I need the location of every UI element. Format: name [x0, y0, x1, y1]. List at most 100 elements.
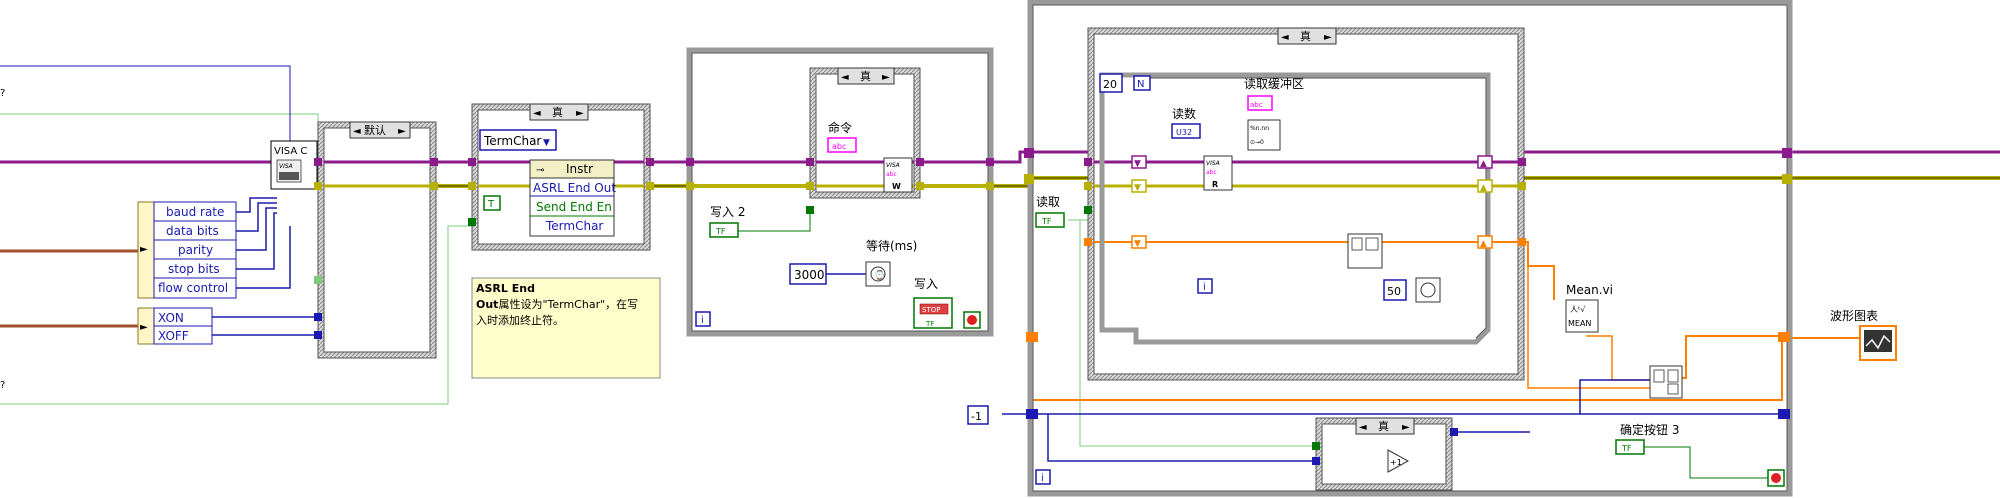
read-outer-case-selector[interactable]	[1277, 27, 1337, 45]
svg-text:人ᵗ√: 人ᵗ√	[1570, 305, 1586, 314]
wait-3000-constant[interactable]: 3000	[789, 263, 827, 285]
svg-text:真: 真	[1300, 29, 1311, 43]
read-count-label: 读数	[1172, 106, 1196, 121]
cluster-item-flow-control: flow control	[158, 281, 228, 295]
svg-text:stop bits: stop bits	[168, 262, 220, 276]
left-question-top: ?	[0, 88, 5, 99]
svg-text:▼: ▼	[1134, 183, 1141, 193]
write-2-bool-control[interactable]: TF	[709, 222, 739, 238]
svg-text:i: i	[701, 315, 704, 326]
svg-text:TF: TF	[925, 320, 934, 328]
svg-text:◄: ◄	[1359, 422, 1367, 433]
property-node[interactable]: ⊸ Instr ASRL End Out Send End En TermCha…	[529, 159, 616, 237]
read-while-loop[interactable]: 读取 TF ◄ 真 ►	[967, 0, 1897, 497]
write-loop-condition-terminal[interactable]	[963, 311, 981, 329]
xoff-label: XOFF	[158, 329, 189, 343]
write-case-selector[interactable]	[837, 67, 895, 85]
wait-50-node[interactable]	[1415, 277, 1441, 303]
svg-text:W: W	[892, 182, 901, 191]
termchar-constant[interactable]: TermChar ▼	[479, 129, 557, 151]
wires	[0, 65, 2000, 479]
chart-wire	[1678, 335, 1860, 379]
increment-node[interactable]: +1	[1387, 449, 1410, 473]
mean-out-wire	[1586, 335, 1650, 381]
svg-text:►: ►	[140, 244, 148, 255]
write-stop-button[interactable]: STOP TF	[913, 297, 953, 329]
comment-box: ASRL End Out属性设为"TermChar"，在写 入时添加终止符。	[471, 277, 661, 379]
svg-text:▼: ▼	[1134, 239, 1141, 249]
visa-configure-node[interactable]: VISA C VISA	[270, 140, 318, 190]
mean-vi-label: Mean.vi	[1566, 283, 1613, 297]
svg-text:►: ►	[140, 322, 148, 333]
wait-50-constant[interactable]: 50	[1383, 279, 1407, 301]
bool-true-constant[interactable]: T	[483, 195, 501, 211]
left-green-wire-bottom	[0, 225, 476, 405]
svg-text:►: ►	[882, 72, 890, 83]
prop-termchar[interactable]: TermChar	[545, 219, 603, 233]
property-node-header: Instr	[566, 162, 593, 176]
svg-text:3000: 3000	[794, 268, 825, 282]
read-for-loop[interactable]: 20 N ▼ ▲ ▼ ▲ ▼ ▲ 读数	[1099, 72, 1493, 345]
svg-text:►: ►	[1402, 422, 1410, 433]
svg-text:▲: ▲	[1480, 183, 1487, 193]
read-label: 读取	[1036, 195, 1060, 209]
svg-text:i: i	[1041, 473, 1044, 484]
svg-text:parity: parity	[178, 243, 213, 257]
svg-text:STOP: STOP	[922, 306, 940, 314]
write-2-label: 写入 2	[710, 205, 745, 219]
for-count-constant[interactable]: 20	[1099, 73, 1123, 93]
cluster-wire-5	[236, 226, 291, 289]
scan-from-string-node[interactable]: %n.nn ⊙→0	[1247, 119, 1281, 151]
svg-text:U32: U32	[1176, 128, 1192, 137]
svg-text:%n.nn: %n.nn	[1250, 125, 1269, 132]
svg-text:Send End En: Send End En	[536, 200, 612, 214]
svg-text:▲: ▲	[1480, 239, 1487, 249]
confirm-button-label: 确定按钮 3	[1620, 422, 1679, 437]
svg-text:⊙→0: ⊙→0	[1250, 139, 1264, 146]
svg-text:flow control: flow control	[158, 281, 228, 295]
xon-xoff-cluster: ► XON XOFF	[137, 307, 213, 345]
write-while-loop[interactable]: ◄ 真 ► 命令 abc VISA abc W 写入 2	[686, 47, 994, 337]
wait-ms-node[interactable]: ⌚	[865, 261, 891, 287]
confirm-button-control[interactable]: TF	[1615, 439, 1645, 455]
command-string-constant[interactable]: abc	[827, 137, 857, 153]
svg-text:20: 20	[1103, 78, 1117, 91]
read-loop-iteration-terminal: i	[1035, 469, 1051, 485]
read-inner-case-selector[interactable]	[1355, 417, 1415, 435]
case-structure-default[interactable]: ◄ 默认 ►	[314, 121, 438, 359]
build-array-node-outer[interactable]	[1649, 365, 1683, 399]
read-outer-case-structure[interactable]: ◄ 真 ► 20	[1084, 27, 1526, 381]
inner-case-up	[1579, 379, 1650, 414]
read-bool-control[interactable]: TF	[1035, 212, 1065, 228]
read-inner-case-structure[interactable]: ◄ 真 ► +1	[1312, 417, 1458, 491]
write-case-structure[interactable]: ◄ 真 ► 命令 abc VISA abc W	[806, 67, 924, 214]
prop-asrl-end-out[interactable]: ASRL End Out	[530, 181, 616, 197]
build-array-node-inner[interactable]	[1347, 233, 1383, 269]
chevron-down-icon[interactable]: ▼	[543, 138, 550, 148]
cluster-item-baud-rate: baud rate	[154, 205, 236, 222]
visa-read-node[interactable]: VISA abc R	[1203, 155, 1233, 191]
svg-text:真: 真	[552, 105, 563, 119]
svg-text:MEAN: MEAN	[1568, 319, 1591, 328]
buffer-label: 读取缓冲区	[1244, 76, 1304, 91]
read-count-control[interactable]: U32	[1171, 123, 1201, 139]
visa-icon-text: VISA	[279, 163, 293, 170]
visa-write-node[interactable]: VISA abc W	[883, 157, 913, 193]
svg-text:-1: -1	[971, 410, 982, 423]
buffer-indicator: abc	[1247, 95, 1273, 111]
svg-text:+1: +1	[1390, 458, 1402, 467]
read-loop-condition-terminal[interactable]	[1767, 469, 1785, 487]
prop-send-end-en[interactable]: Send End En	[530, 200, 614, 217]
for-count-terminal: N	[1133, 75, 1151, 91]
read-bool-wire	[1068, 219, 1320, 447]
mean-vi-node[interactable]: 人ᵗ√ MEAN	[1565, 299, 1599, 333]
svg-text:ASRL End: ASRL End	[476, 282, 535, 295]
neg-one-wire-2	[1047, 414, 1390, 462]
waveform-chart-terminal[interactable]	[1859, 325, 1897, 361]
neg-one-constant[interactable]: -1	[967, 405, 989, 425]
case-selector-true-1[interactable]	[529, 103, 589, 121]
svg-text:TF: TF	[715, 227, 726, 236]
case-selector-default[interactable]	[349, 121, 411, 139]
wait-ms-label: 等待(ms)	[866, 239, 917, 253]
